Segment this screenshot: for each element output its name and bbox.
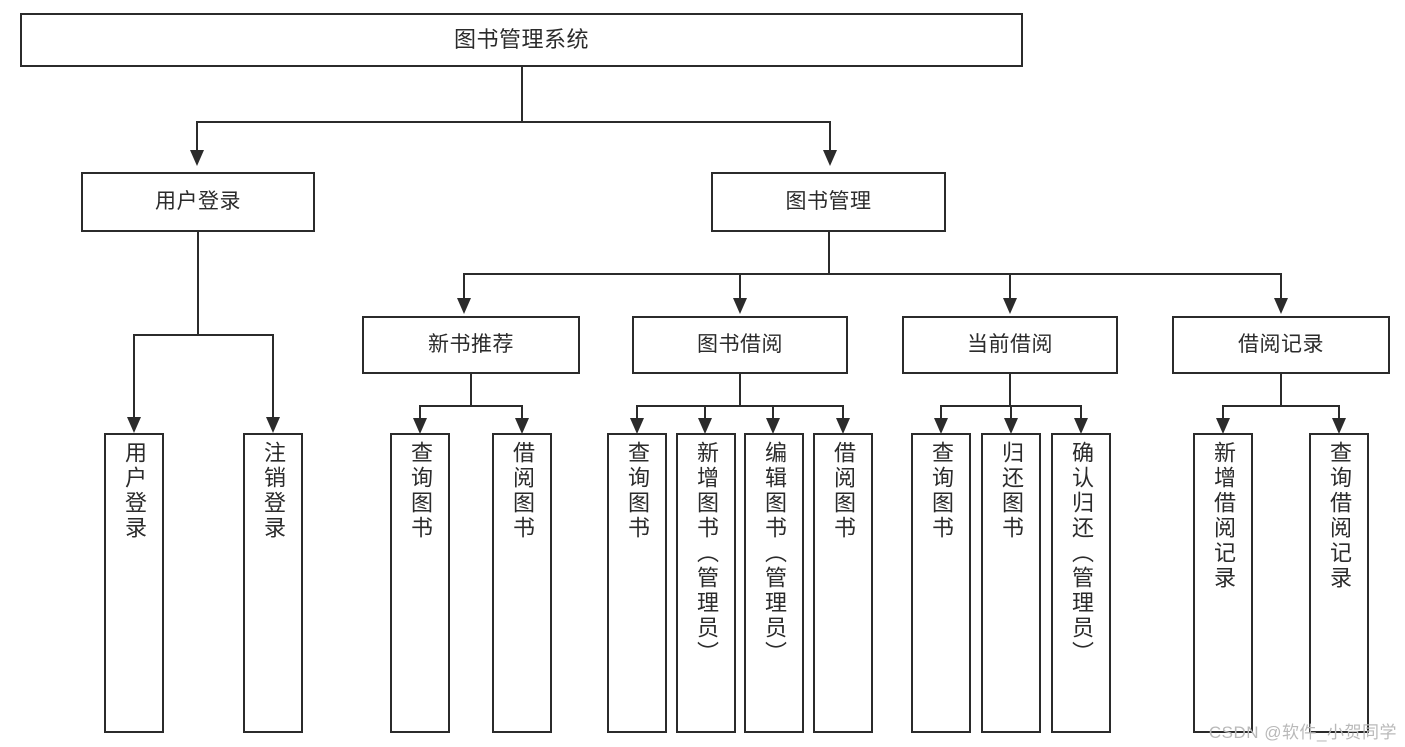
node-user-login[interactable]: 用户登录 — [81, 172, 315, 232]
arrow-bookborrow-leaf2 — [698, 418, 712, 434]
node-label: 用户登录 — [155, 189, 241, 213]
connector-bookborrow-leaf4 — [842, 405, 844, 419]
arrow-borrowrecord-leaf1 — [1216, 418, 1230, 434]
leaf-user-login-logout[interactable]: 注销登录 — [243, 433, 303, 733]
connector-user-login-bar — [133, 334, 272, 336]
leaf-label: 新增图书（管理员） — [693, 441, 719, 666]
connector-bookborrow-stem — [739, 374, 741, 406]
connector-root-bar — [196, 121, 830, 123]
connector-user-login-leaf2 — [272, 334, 274, 418]
csdn-watermark: CSDN @软件_小贺同学 — [1208, 723, 1397, 742]
arrow-borrowrecord-leaf2 — [1332, 418, 1346, 434]
leaf-book-borrow-edit[interactable]: 编辑图书（管理员） — [744, 433, 804, 733]
connector-newbook-stem — [470, 374, 472, 406]
arrow-root-to-book-management — [823, 150, 837, 166]
node-label: 图书管理系统 — [453, 27, 589, 53]
connector-currentborrow-stem — [1009, 374, 1011, 406]
leaf-label: 查询借阅记录 — [1326, 441, 1352, 591]
leaf-label: 新增借阅记录 — [1210, 441, 1236, 591]
connector-root-to-book-management — [829, 121, 831, 151]
connector-currentborrow-leaf3 — [1080, 405, 1082, 419]
leaf-label: 查询图书 — [624, 441, 650, 541]
leaf-label: 注销登录 — [260, 441, 286, 541]
leaf-label: 查询图书 — [407, 441, 433, 541]
arrow-currentborrow-leaf3 — [1074, 418, 1088, 434]
connector-newbook-bar — [419, 405, 522, 407]
connector-bookborrow-leaf2 — [704, 405, 706, 419]
leaf-label: 查询图书 — [928, 441, 954, 541]
connector-user-login-stem — [197, 232, 199, 335]
leaf-label: 编辑图书（管理员） — [761, 441, 787, 666]
node-root-book-management-system[interactable]: 图书管理系统 — [20, 13, 1023, 67]
connector-bm-to-current-borrow — [1009, 273, 1011, 299]
connector-root-to-user-login — [196, 121, 198, 151]
leaf-label: 归还图书 — [998, 441, 1024, 541]
node-new-book-recommend[interactable]: 新书推荐 — [362, 316, 580, 374]
connector-bm-to-book-borrow — [739, 273, 741, 299]
arrow-currentborrow-leaf1 — [934, 418, 948, 434]
connector-borrowrecord-bar — [1222, 405, 1339, 407]
arrow-bookborrow-leaf4 — [836, 418, 850, 434]
arrow-bm-to-borrow-record — [1274, 298, 1288, 314]
leaf-label: 借阅图书 — [509, 441, 535, 541]
leaf-new-book-query[interactable]: 查询图书 — [390, 433, 450, 733]
arrow-bm-to-current-borrow — [1003, 298, 1017, 314]
connector-user-login-leaf1 — [133, 334, 135, 418]
connector-bm-to-new-book — [463, 273, 465, 299]
node-label: 图书管理 — [785, 189, 872, 213]
connector-bookborrow-bar — [636, 405, 844, 407]
connector-newbook-leaf2 — [521, 405, 523, 419]
connector-bookborrow-leaf3 — [772, 405, 774, 419]
connector-bm-to-borrow-record — [1280, 273, 1282, 299]
arrow-bookborrow-leaf1 — [630, 418, 644, 434]
node-label: 新书推荐 — [428, 332, 514, 356]
node-current-borrow[interactable]: 当前借阅 — [902, 316, 1118, 374]
node-label: 当前借阅 — [967, 332, 1053, 356]
connector-book-management-bar — [463, 273, 1280, 275]
arrow-user-login-leaf2 — [266, 417, 280, 433]
node-book-borrow[interactable]: 图书借阅 — [632, 316, 848, 374]
arrow-newbook-leaf2 — [515, 418, 529, 434]
leaf-current-borrow-return[interactable]: 归还图书 — [981, 433, 1041, 733]
node-borrow-record[interactable]: 借阅记录 — [1172, 316, 1390, 374]
arrow-root-to-user-login — [190, 150, 204, 166]
leaf-label: 借阅图书 — [830, 441, 856, 541]
arrow-bm-to-new-book — [457, 298, 471, 314]
connector-newbook-leaf1 — [419, 405, 421, 419]
connector-borrowrecord-leaf1 — [1222, 405, 1224, 419]
leaf-current-borrow-confirm-return[interactable]: 确认归还（管理员） — [1051, 433, 1111, 733]
node-label: 借阅记录 — [1238, 332, 1324, 356]
connector-book-management-stem — [828, 232, 830, 274]
leaf-borrow-record-add[interactable]: 新增借阅记录 — [1193, 433, 1253, 733]
node-label: 图书借阅 — [697, 332, 783, 356]
connector-currentborrow-leaf2 — [1010, 405, 1012, 419]
node-book-management[interactable]: 图书管理 — [711, 172, 946, 232]
leaf-book-borrow-borrow[interactable]: 借阅图书 — [813, 433, 873, 733]
arrow-bookborrow-leaf3 — [766, 418, 780, 434]
leaf-current-borrow-query[interactable]: 查询图书 — [911, 433, 971, 733]
leaf-user-login-login[interactable]: 用户登录 — [104, 433, 164, 733]
leaf-new-book-borrow[interactable]: 借阅图书 — [492, 433, 552, 733]
leaf-label: 用户登录 — [121, 441, 147, 541]
leaf-borrow-record-query[interactable]: 查询借阅记录 — [1309, 433, 1369, 733]
connector-borrowrecord-stem — [1280, 374, 1282, 406]
arrow-user-login-leaf1 — [127, 417, 141, 433]
leaf-book-borrow-add[interactable]: 新增图书（管理员） — [676, 433, 736, 733]
connector-currentborrow-leaf1 — [940, 405, 942, 419]
connector-bookborrow-leaf1 — [636, 405, 638, 419]
connector-root-stem — [521, 67, 523, 121]
leaf-book-borrow-query[interactable]: 查询图书 — [607, 433, 667, 733]
leaf-label: 确认归还（管理员） — [1068, 441, 1094, 666]
connector-borrowrecord-leaf2 — [1338, 405, 1340, 419]
arrow-bm-to-book-borrow — [733, 298, 747, 314]
arrow-newbook-leaf1 — [413, 418, 427, 434]
arrow-currentborrow-leaf2 — [1004, 418, 1018, 434]
